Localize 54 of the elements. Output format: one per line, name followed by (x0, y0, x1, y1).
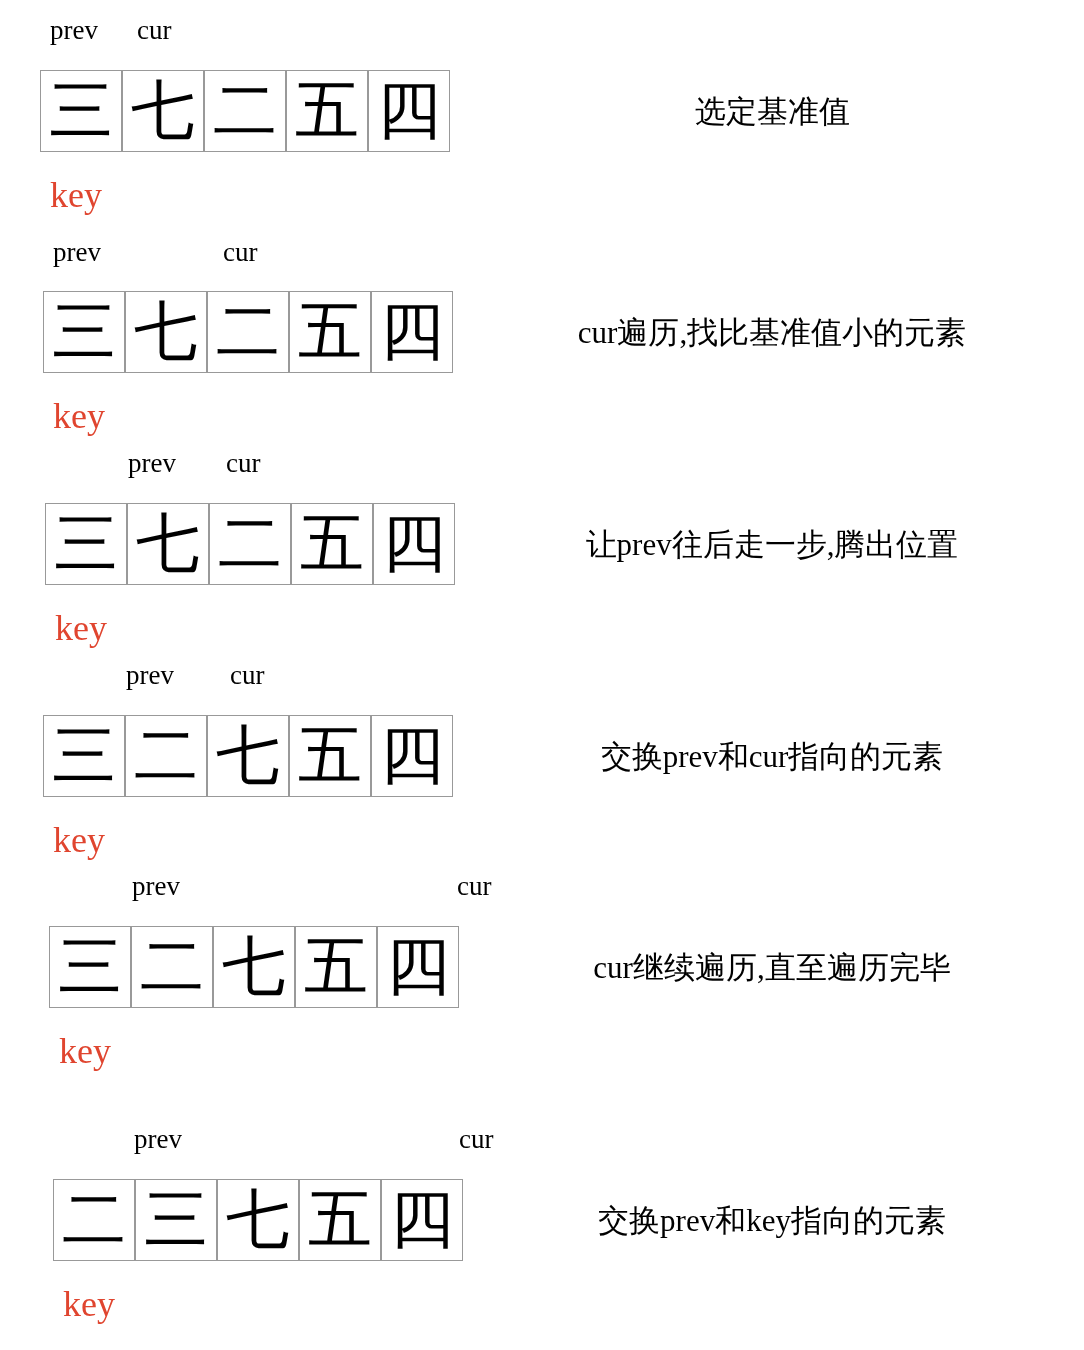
key-label: key (53, 819, 105, 861)
array-cell: 二 (53, 1179, 135, 1261)
array-cell: 三 (49, 926, 131, 1008)
step-description: 交换prev和key指向的元素 (598, 1202, 946, 1240)
array-cell: 七 (122, 70, 204, 152)
array-cell: 七 (127, 503, 209, 585)
array-cell: 二 (209, 503, 291, 585)
array-cell: 五 (291, 503, 373, 585)
key-label: key (63, 1283, 115, 1325)
pointer-label: prev (50, 15, 98, 46)
array-cell: 二 (204, 70, 286, 152)
array-cell: 四 (373, 503, 455, 585)
array-cell: 三 (43, 291, 125, 373)
key-label: key (50, 174, 102, 216)
step-description: cur遍历,找比基准值小的元素 (577, 314, 967, 352)
array-cell: 三 (45, 503, 127, 585)
pointer-label: cur (230, 660, 265, 691)
pointer-label: cur (137, 15, 172, 46)
array-cell: 二 (131, 926, 213, 1008)
step-description: 交换prev和cur指向的元素 (600, 738, 944, 776)
pointer-label: prev (128, 448, 176, 479)
array-cell: 三 (40, 70, 122, 152)
step-description: 让prev往后走一步,腾出位置 (585, 526, 959, 564)
array-cell: 五 (289, 715, 371, 797)
array-cell: 五 (299, 1179, 381, 1261)
array-cell: 五 (286, 70, 368, 152)
array-cell: 三 (135, 1179, 217, 1261)
array-cell: 四 (368, 70, 450, 152)
key-label: key (59, 1030, 111, 1072)
pointer-label: cur (457, 871, 492, 902)
array-cell: 七 (217, 1179, 299, 1261)
pointer-label: prev (126, 660, 174, 691)
pointer-label: prev (134, 1124, 182, 1155)
pointer-label: prev (53, 237, 101, 268)
key-label: key (55, 607, 107, 649)
pointer-label: prev (132, 871, 180, 902)
array-cell: 四 (377, 926, 459, 1008)
pointer-label: cur (223, 237, 258, 268)
key-label: key (53, 395, 105, 437)
array-cell: 四 (371, 715, 453, 797)
pointer-label: cur (226, 448, 261, 479)
array-cell: 七 (125, 291, 207, 373)
array-cell: 二 (125, 715, 207, 797)
array-cell: 四 (371, 291, 453, 373)
array-cell: 七 (207, 715, 289, 797)
array-cell: 五 (295, 926, 377, 1008)
array-cell: 二 (207, 291, 289, 373)
array-cell: 三 (43, 715, 125, 797)
array-cell: 四 (381, 1179, 463, 1261)
pointer-label: cur (459, 1124, 494, 1155)
array-cell: 五 (289, 291, 371, 373)
array-cell: 七 (213, 926, 295, 1008)
step-description: 选定基准值 (694, 93, 850, 131)
step-description: cur继续遍历,直至遍历完毕 (593, 949, 951, 987)
